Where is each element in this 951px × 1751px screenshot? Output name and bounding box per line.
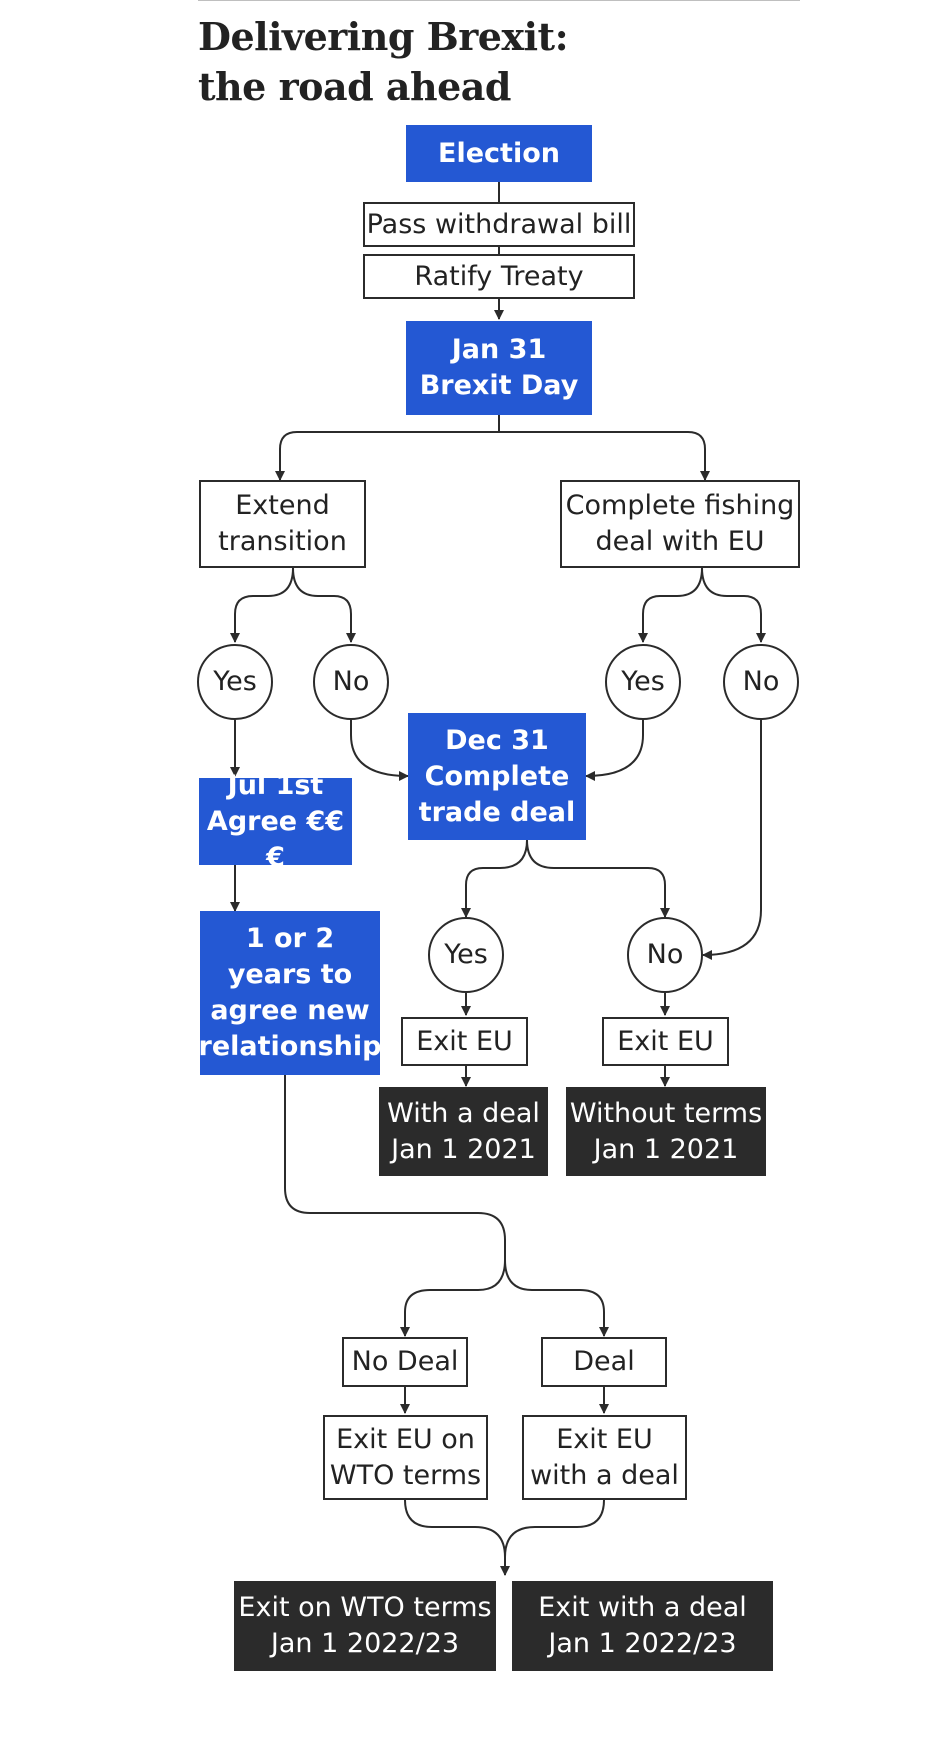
node-exit-with-deal: Exit EU with a deal — [522, 1415, 687, 1500]
node-ratify-treaty: Ratify Treaty — [363, 254, 635, 299]
node-extend-no: No — [313, 644, 389, 720]
node-election: Election — [406, 125, 592, 182]
top-rule — [198, 0, 800, 1]
node-fishing-yes: Yes — [605, 644, 681, 720]
node-extend-yes: Yes — [197, 644, 273, 720]
arrow-brexit-to-fishing — [499, 431, 710, 481]
arrow-fishing-yes-to-trade — [585, 720, 644, 781]
arrow-extend-to-no — [292, 567, 356, 643]
node-exit-eu-yes: Exit EU — [401, 1017, 528, 1066]
node-fishing-no: No — [723, 644, 799, 720]
line-exit-deal-merge — [504, 1499, 605, 1558]
line-exit-wto-merge — [404, 1499, 510, 1576]
page-title: Delivering Brexit: the road ahead — [198, 12, 569, 112]
arrow-trade-to-yes — [461, 839, 528, 918]
title-line-2: the road ahead — [198, 64, 512, 109]
line-years-to-split — [284, 1075, 506, 1260]
node-exit-wto-2022: Exit on WTO terms Jan 1 2022/23 — [234, 1581, 496, 1671]
arrow-trade-to-no — [526, 839, 670, 918]
node-without-terms-2021: Without terms Jan 1 2021 — [566, 1087, 766, 1176]
node-exit-eu-no: Exit EU — [602, 1017, 729, 1066]
node-exit-deal-2022: Exit with a deal Jan 1 2022/23 — [512, 1581, 773, 1671]
node-no-deal: No Deal — [342, 1337, 468, 1387]
node-withdrawal-bill: Pass withdrawal bill — [363, 202, 635, 247]
node-brexit-day: Jan 31 Brexit Day — [406, 321, 592, 415]
node-deal: Deal — [541, 1337, 667, 1387]
arrow-split-to-deal — [504, 1259, 609, 1337]
arrow-brexit-to-extend — [275, 415, 500, 481]
arrow-extend-no-to-trade — [350, 720, 409, 781]
node-fishing-deal: Complete fishing deal with EU — [560, 480, 800, 568]
arrow-extend-to-yes — [230, 567, 294, 643]
node-extend-transition: Extend transition — [199, 480, 366, 568]
node-years-relationship: 1 or 2 years to agree new relationship — [199, 911, 381, 1075]
node-trade-no: No — [627, 917, 703, 993]
node-agree-money: Jul 1st Agree €€€ — [199, 770, 352, 873]
arrow-fishing-to-yes — [638, 567, 703, 643]
node-exit-wto: Exit EU on WTO terms — [323, 1415, 488, 1500]
node-trade-deal: Dec 31 Complete trade deal — [408, 713, 586, 840]
title-line-1: Delivering Brexit: — [198, 14, 569, 59]
node-with-deal-2021: With a deal Jan 1 2021 — [379, 1087, 548, 1176]
node-trade-yes: Yes — [428, 917, 504, 993]
arrow-split-to-no-deal — [400, 1259, 506, 1337]
arrow-fishing-no-to-trade-no — [702, 720, 762, 960]
arrow-fishing-to-no — [701, 567, 766, 643]
